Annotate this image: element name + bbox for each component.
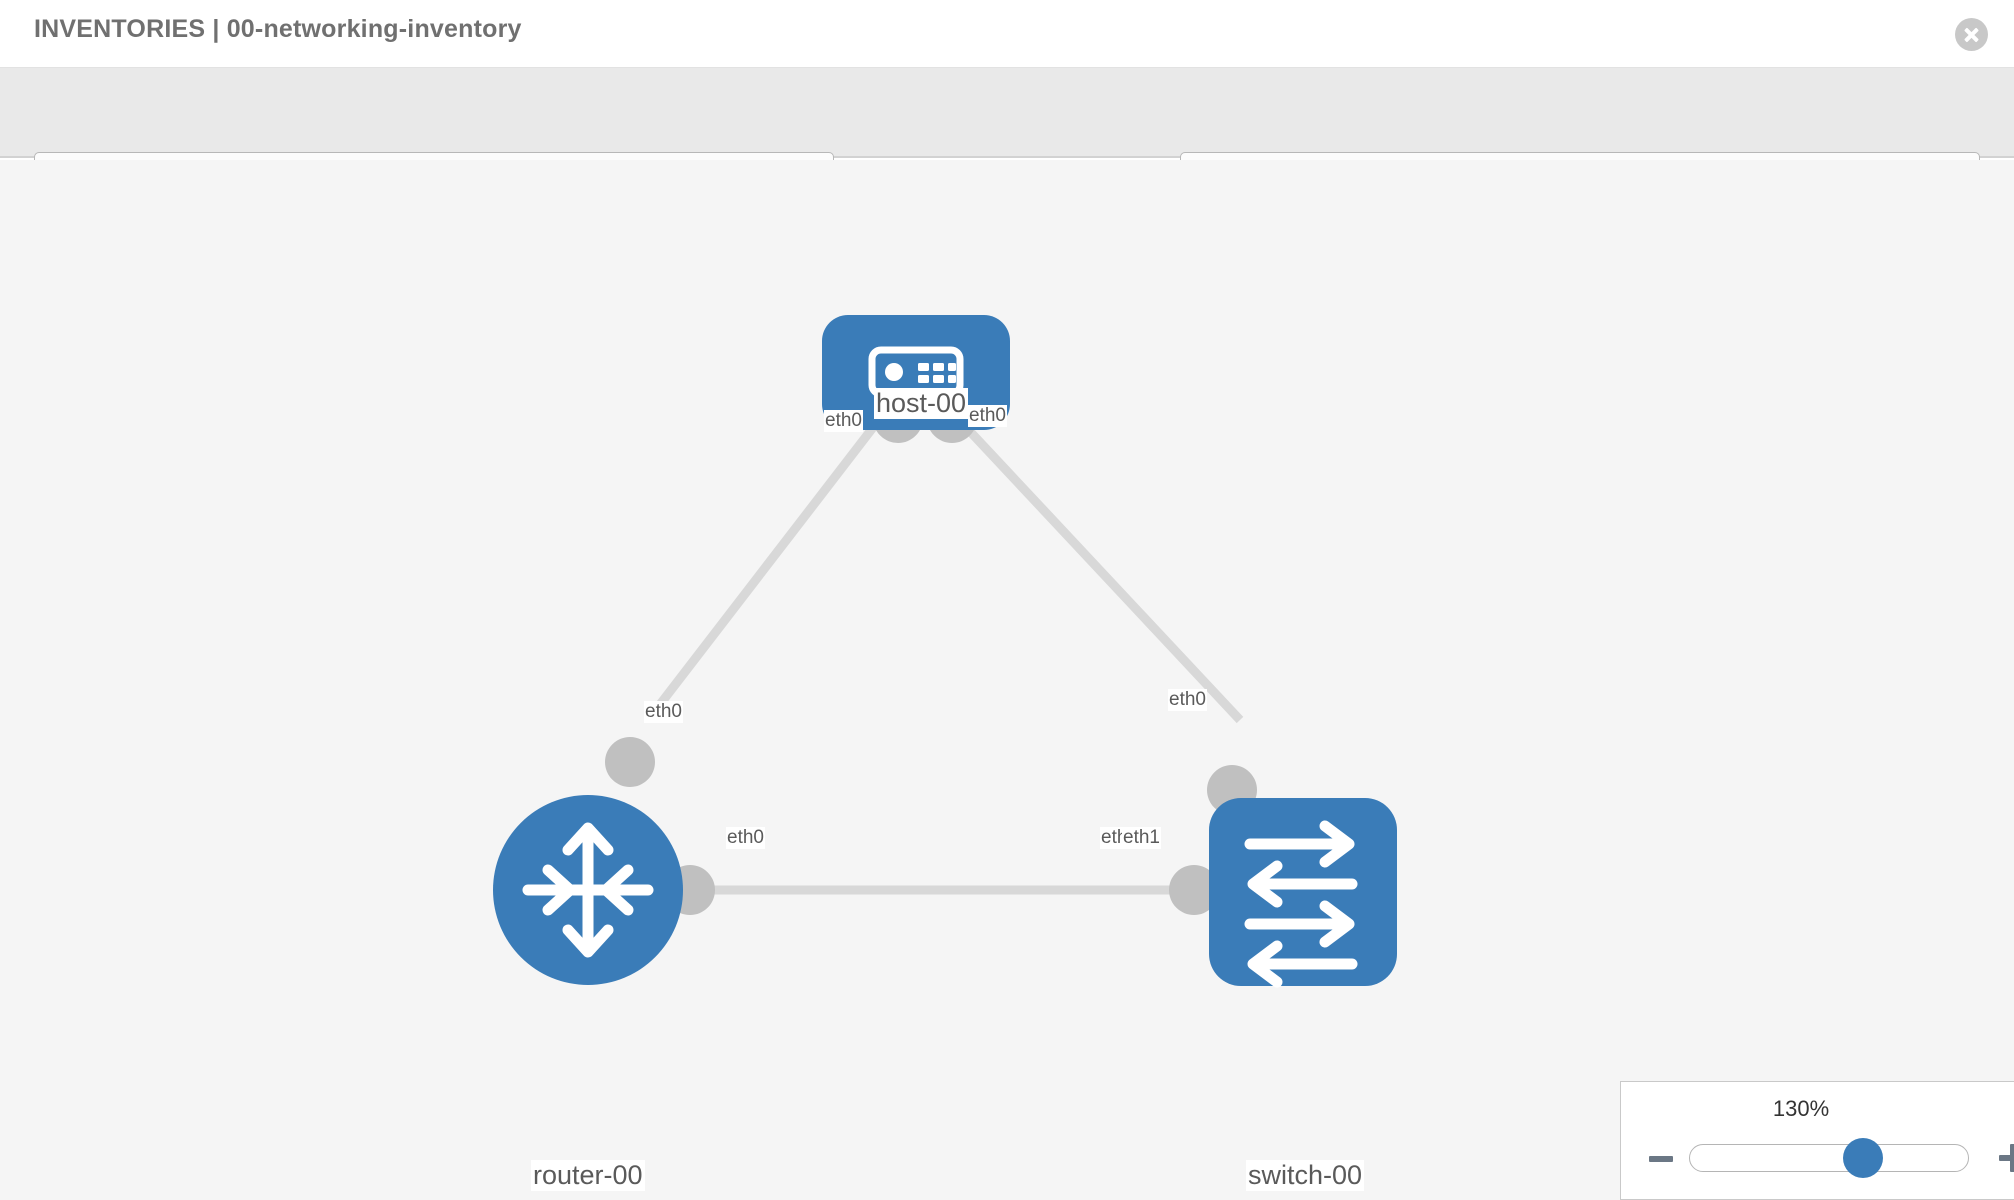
edge-host-router xyxy=(644,405,892,723)
topology-edges xyxy=(644,404,1244,895)
page-header: INVENTORIES | 00-networking-inventory xyxy=(0,0,2014,68)
iface-label-switch-left-b: eth1 xyxy=(1122,827,1161,849)
node-label-switch-00: switch-00 xyxy=(1246,1160,1365,1191)
node-switch-00 xyxy=(1209,798,1397,988)
zoom-control-panel: 130% xyxy=(1620,1081,2014,1200)
iface-label-switch-up: eth0 xyxy=(1168,689,1207,711)
zoom-slider-track[interactable] xyxy=(1689,1144,1969,1172)
zoom-out-button[interactable] xyxy=(1649,1156,1673,1162)
connector-switch-left xyxy=(1169,865,1219,915)
edge-host-switch xyxy=(944,404,1244,724)
node-router-00 xyxy=(493,795,683,985)
iface-label-router-right: eth0 xyxy=(726,827,765,849)
close-icon[interactable] xyxy=(1955,18,1988,51)
zoom-in-button[interactable] xyxy=(1999,1144,2014,1172)
iface-label-host-right: eth0 xyxy=(968,405,1007,427)
page-title: INVENTORIES | 00-networking-inventory xyxy=(34,15,522,43)
topology-graph xyxy=(493,315,1397,988)
iface-label-router-up: eth0 xyxy=(644,701,683,723)
connector-router-up xyxy=(605,737,655,787)
zoom-level-value: 130% xyxy=(1772,1096,1830,1121)
node-label-host-00: host-00 xyxy=(874,388,969,419)
topology-canvas[interactable]: host-00 router-00 switch-00 eth0 eth0 et… xyxy=(0,160,2014,1200)
node-label-router-00: router-00 xyxy=(531,1160,645,1191)
toolbar: ACTIONS SEARCH xyxy=(0,68,2014,204)
router-arrows-icon xyxy=(522,822,654,958)
switch-arrows-icon xyxy=(1244,820,1358,988)
iface-label-host-left: eth0 xyxy=(824,410,863,432)
zoom-slider-thumb[interactable] xyxy=(1843,1138,1883,1178)
iface-label-switch-left-a: eth xyxy=(1100,827,1129,849)
